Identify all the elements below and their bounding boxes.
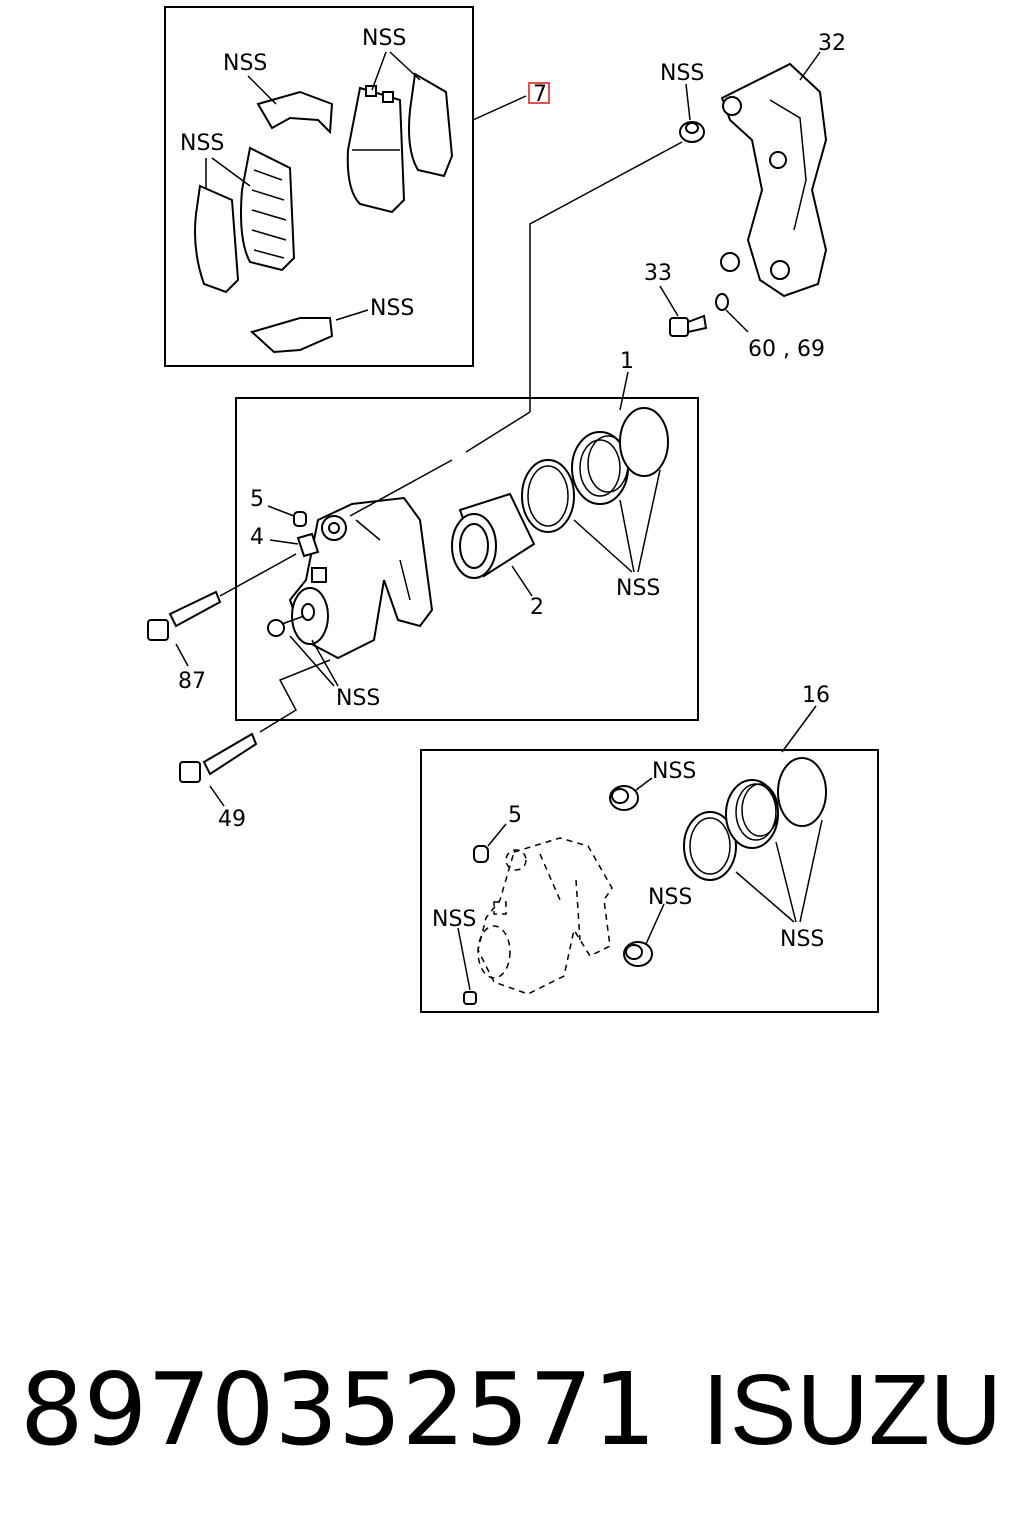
- kit-ring-icon: [777, 757, 827, 827]
- caliper-assembly-frame: [235, 397, 699, 721]
- kit-nipple-icon: [463, 991, 477, 1005]
- callout-nss-seals: NSS: [616, 576, 660, 601]
- seal-kit-frame: [420, 749, 879, 1013]
- bolt-33-icon: [669, 314, 708, 337]
- bleeder-cap-icon: [293, 511, 307, 527]
- callout-2: 2: [530, 595, 544, 620]
- callout-nss-pad-clip-top: NSS: [223, 51, 267, 76]
- kit-bush-top-icon: [609, 785, 639, 811]
- exploded-parts-diagram: 7 NSS NSS NSS NSS 32 NSS 33 60 , 69 1: [147, 6, 879, 1013]
- callout-nss-bleeder: NSS: [336, 686, 380, 711]
- callout-60-69: 60 , 69: [748, 337, 825, 362]
- callout-7-label: 7: [533, 82, 547, 107]
- part-number: 8970352571: [20, 1351, 657, 1468]
- callout-nss-kit-boot: NSS: [652, 759, 696, 784]
- callout-33: 33: [644, 261, 672, 286]
- callout-5b: 5: [508, 803, 522, 828]
- callout-5a: 5: [250, 487, 264, 512]
- kit-seal-icon: [683, 811, 737, 881]
- callout-nss-inner-pads: NSS: [180, 131, 224, 156]
- bolt-49-icon: [179, 732, 258, 783]
- bleeder-screw-icon: [296, 532, 320, 558]
- kit-bush-bottom-icon: [623, 941, 653, 967]
- callout-nss-boot-top: NSS: [660, 61, 704, 86]
- caliper-body-icon: [288, 496, 434, 660]
- callout-nss-kit-left: NSS: [432, 907, 476, 932]
- kit-bleeder-cap-icon: [473, 845, 489, 863]
- callout-1: 1: [620, 349, 634, 374]
- callout-87: 87: [178, 669, 206, 694]
- callout-nss-outer-pads: NSS: [362, 26, 406, 51]
- bolt-87-icon: [147, 590, 222, 641]
- caliper-housing-outline-icon: [477, 837, 613, 995]
- bleeder-nipple-icon: [267, 619, 285, 637]
- callout-nss-kit-mid: NSS: [648, 885, 692, 910]
- brake-pad-outer-icon: [346, 72, 454, 214]
- pad-clip-bottom-icon: [250, 317, 334, 354]
- footer: 8970352571 ISUZU: [0, 1340, 1024, 1480]
- retaining-ring-icon: [619, 407, 669, 477]
- caliper-bracket-icon: [720, 62, 828, 298]
- callout-4: 4: [250, 525, 264, 550]
- callout-nss-kit-seals: NSS: [780, 927, 824, 952]
- callout-49: 49: [218, 807, 246, 832]
- callout-7-marker: [528, 82, 550, 104]
- piston-icon: [451, 492, 536, 579]
- slide-bush-icon: [679, 121, 705, 143]
- washer-icon: [715, 293, 729, 311]
- callout-16: 16: [802, 683, 830, 708]
- kit-dust-boot-icon: [725, 779, 779, 849]
- pad-clip-top-icon: [256, 90, 334, 135]
- callout-32: 32: [818, 31, 846, 56]
- pad-kit-frame: [164, 6, 474, 367]
- brand-name: ISUZU: [702, 1354, 1002, 1466]
- piston-seal-icon: [521, 459, 575, 533]
- callout-nss-pad-clip-bottom: NSS: [370, 296, 414, 321]
- brake-pad-inner-icon: [194, 146, 296, 294]
